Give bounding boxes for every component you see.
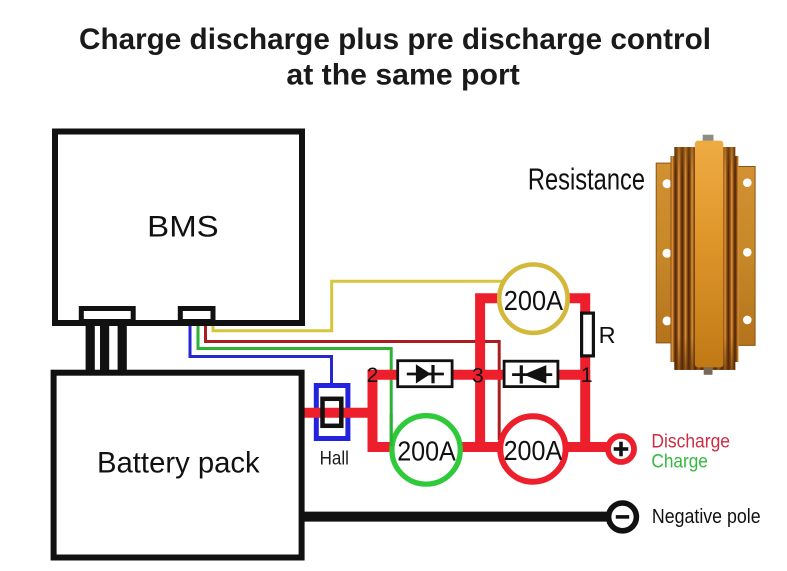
svg-text:Resistance: Resistance — [528, 162, 645, 197]
svg-text:200A: 200A — [397, 435, 456, 466]
svg-text:BMS: BMS — [147, 211, 219, 244]
svg-text:at the same port: at the same port — [286, 58, 519, 91]
svg-text:Negative pole: Negative pole — [652, 506, 761, 528]
svg-text:3: 3 — [472, 364, 484, 387]
svg-text:R: R — [599, 322, 616, 348]
svg-text:2: 2 — [367, 364, 379, 387]
svg-text:1: 1 — [581, 364, 593, 387]
svg-text:Battery pack: Battery pack — [97, 447, 261, 480]
svg-text:200A: 200A — [504, 285, 564, 316]
svg-text:Charge: Charge — [651, 450, 708, 472]
svg-text:200A: 200A — [504, 435, 563, 466]
svg-text:Hall: Hall — [320, 448, 349, 469]
svg-text:Discharge: Discharge — [651, 431, 730, 453]
svg-text:Charge discharge plus pre disc: Charge discharge plus pre discharge cont… — [79, 23, 711, 56]
